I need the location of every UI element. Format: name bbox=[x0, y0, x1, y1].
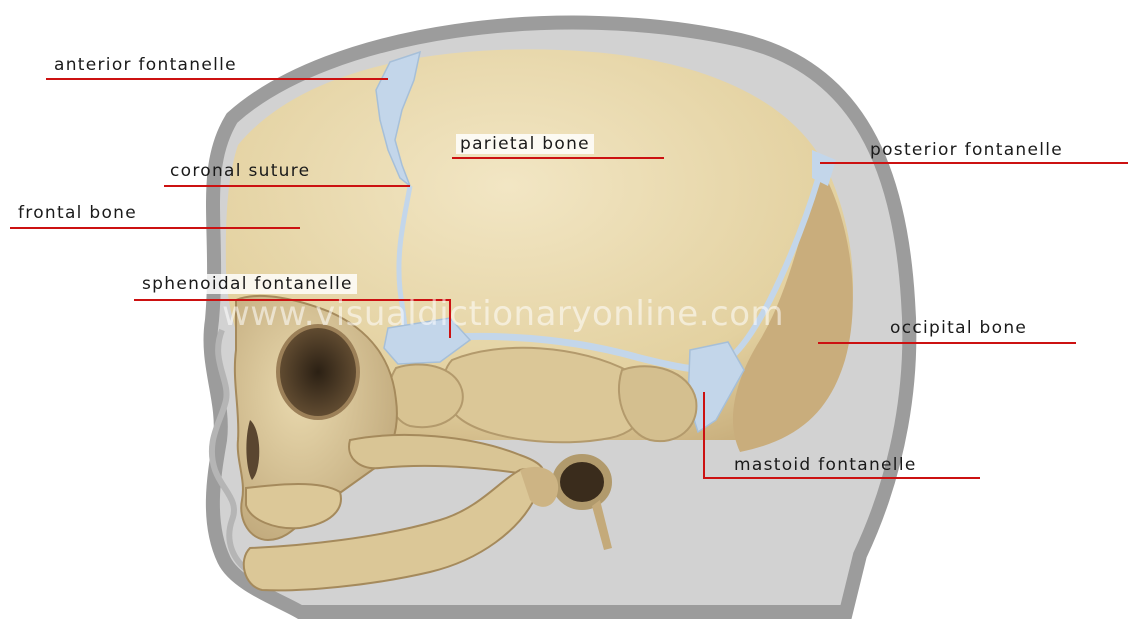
label-sphenoidal-fontanelle: sphenoidal fontanelle bbox=[138, 274, 357, 294]
greater-wing-shape bbox=[389, 364, 463, 427]
label-coronal-suture: coronal suture bbox=[170, 161, 310, 181]
external-auditory-meatus bbox=[556, 458, 608, 506]
orbit-socket bbox=[278, 326, 358, 418]
label-parietal-bone: parietal bone bbox=[456, 134, 594, 154]
label-anterior-fontanelle: anterior fontanelle bbox=[54, 55, 237, 75]
label-occipital-bone: occipital bone bbox=[890, 318, 1027, 338]
label-frontal-bone: frontal bone bbox=[18, 203, 137, 223]
label-mastoid-fontanelle: mastoid fontanelle bbox=[734, 455, 917, 475]
watermark-text: www.visualdictionaryonline.com bbox=[222, 292, 784, 336]
label-posterior-fontanelle: posterior fontanelle bbox=[870, 140, 1063, 160]
